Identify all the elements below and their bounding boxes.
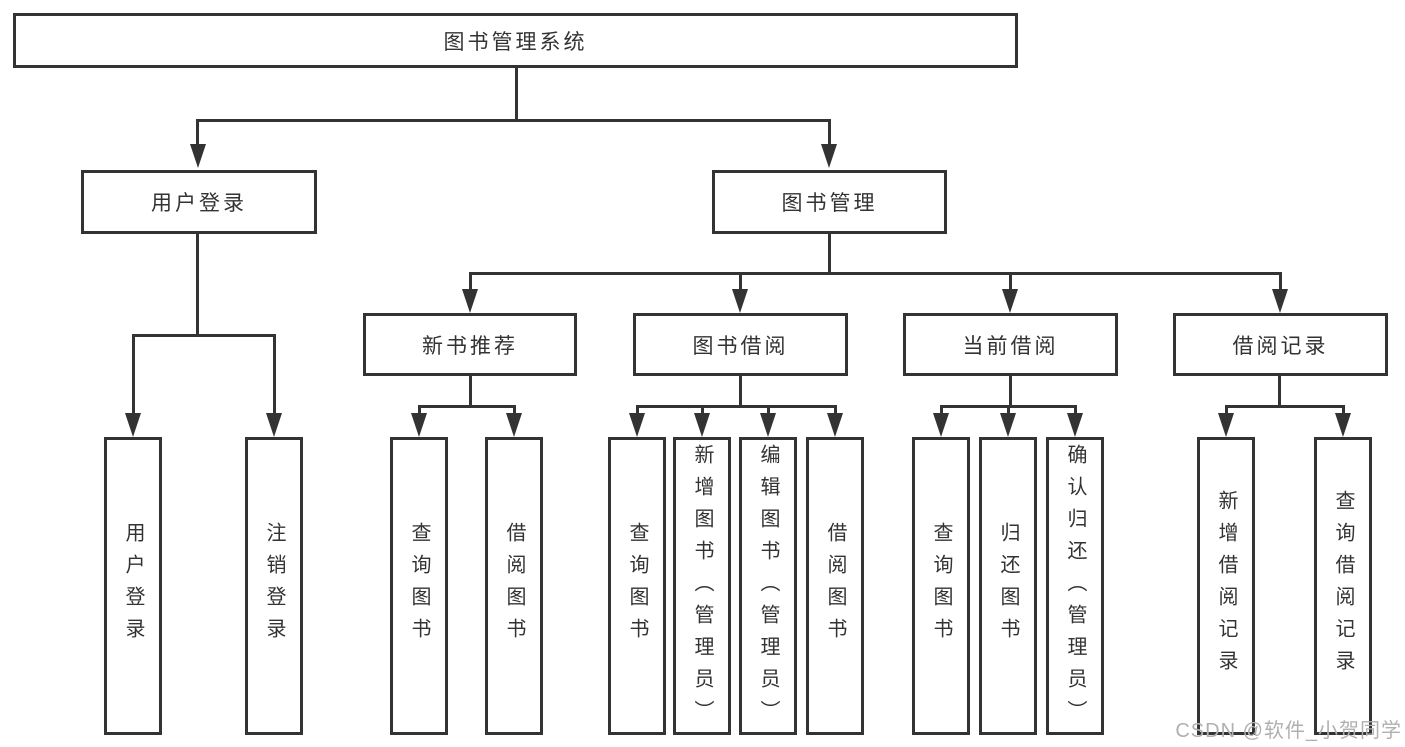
arrowhead-icon [1335, 413, 1351, 437]
leaf-records-query: 查询借阅记录 [1314, 437, 1372, 735]
connector-line [196, 119, 199, 147]
connector-line [132, 334, 276, 337]
leaf-user-login: 用户登录 [104, 437, 162, 735]
connector-line [1279, 272, 1282, 291]
arrowhead-icon [125, 413, 141, 437]
node-book-management: 图书管理 [712, 170, 947, 234]
connector-line [739, 376, 742, 407]
leaf-current-query: 查询图书 [912, 437, 970, 735]
node-current-borrow: 当前借阅 [903, 313, 1118, 376]
node-user-login: 用户登录 [81, 170, 317, 234]
connector-line [196, 119, 831, 122]
connector-line [1342, 405, 1345, 416]
connector-line [767, 405, 770, 416]
arrowhead-icon [732, 289, 748, 313]
connector-line [1007, 405, 1010, 416]
arrowhead-icon [1272, 289, 1288, 313]
arrowhead-icon [1000, 413, 1016, 437]
arrowhead-icon [266, 413, 282, 437]
connector-line [739, 272, 742, 291]
connector-line [1278, 376, 1281, 407]
connector-line [469, 272, 1281, 275]
connector-line [273, 334, 276, 416]
arrowhead-icon [1067, 413, 1083, 437]
connector-line [418, 405, 516, 408]
arrowhead-icon [827, 413, 843, 437]
node-book-borrow: 图书借阅 [633, 313, 848, 376]
connector-line [469, 376, 472, 407]
arrowhead-icon [933, 413, 949, 437]
leaf-newbook-query: 查询图书 [390, 437, 448, 735]
connector-line [515, 68, 518, 122]
connector-line [196, 234, 199, 337]
connector-line [513, 405, 516, 416]
connector-line [940, 405, 943, 416]
connector-line [828, 119, 831, 147]
arrowhead-icon [760, 413, 776, 437]
node-borrow-records: 借阅记录 [1173, 313, 1388, 376]
arrowhead-icon [1218, 413, 1234, 437]
connector-line [828, 234, 831, 274]
node-library-system: 图书管理系统 [13, 13, 1018, 68]
connector-line [1009, 272, 1012, 291]
csdn-watermark: CSDN @软件_小贺同学 [1175, 720, 1402, 742]
connector-line [1225, 405, 1228, 416]
connector-line [636, 405, 639, 416]
connector-line [636, 405, 837, 408]
arrowhead-icon [1002, 289, 1018, 313]
leaf-borrow-borrow: 借阅图书 [806, 437, 864, 735]
connector-line [1009, 376, 1012, 407]
leaf-borrow-edit-admin: 编辑图书（管理员） [739, 437, 797, 735]
leaf-current-return: 归还图书 [979, 437, 1037, 735]
arrowhead-icon [821, 144, 837, 168]
leaf-borrow-add-admin: 新增图书（管理员） [673, 437, 731, 735]
leaf-borrow-query: 查询图书 [608, 437, 666, 735]
arrowhead-icon [411, 413, 427, 437]
connector-line [1225, 405, 1345, 408]
arrowhead-icon [190, 144, 206, 168]
arrowhead-icon [506, 413, 522, 437]
arrowhead-icon [462, 289, 478, 313]
connector-line [469, 272, 472, 291]
node-new-book-recommend: 新书推荐 [363, 313, 577, 376]
connector-line [834, 405, 837, 416]
leaf-current-confirm-admin: 确认归还（管理员） [1046, 437, 1104, 735]
leaf-logout: 注销登录 [245, 437, 303, 735]
connector-line [418, 405, 421, 416]
connector-line [132, 334, 135, 416]
arrowhead-icon [694, 413, 710, 437]
connector-line [701, 405, 704, 416]
connector-line [1074, 405, 1077, 416]
leaf-records-add: 新增借阅记录 [1197, 437, 1255, 735]
leaf-newbook-borrow: 借阅图书 [485, 437, 543, 735]
arrowhead-icon [629, 413, 645, 437]
